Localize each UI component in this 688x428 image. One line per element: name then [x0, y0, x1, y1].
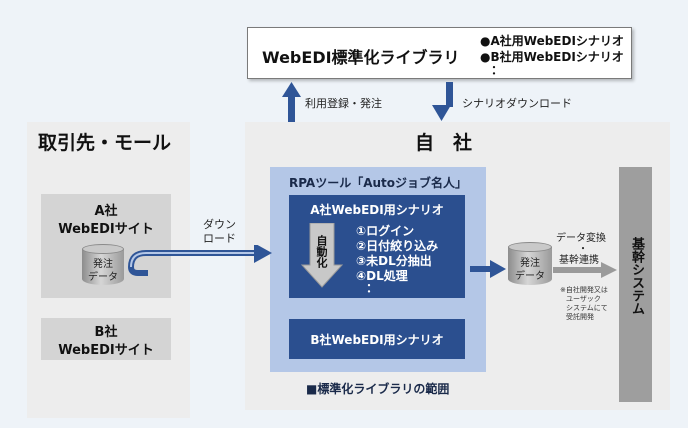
- library-item-b: ●B社用WebEDIシナリオ: [480, 50, 624, 64]
- automation-label: 自動化: [315, 235, 328, 268]
- download-label-1: ダウン: [203, 218, 236, 231]
- step-more: ：: [366, 281, 379, 295]
- step-1: ①ログイン: [356, 224, 415, 238]
- site-b-line1: B社: [94, 325, 118, 340]
- site-a-box: A社 WebEDIサイト: [41, 194, 171, 298]
- site-b-box: B社 WebEDIサイト: [41, 318, 171, 360]
- own-db-label2: データ: [515, 271, 545, 282]
- automation-arrow-icon: [300, 223, 344, 288]
- download-arrow-icon: [128, 245, 272, 276]
- rpa-tool-title: RPAツール「Autoジョブ名人」: [288, 176, 468, 190]
- library-item-more: ：: [491, 63, 504, 77]
- convert-label-2: ・: [578, 244, 588, 255]
- own-db-label1: 発注: [520, 258, 540, 269]
- down-arrow-icon: [432, 82, 453, 121]
- convert-label-3: 基幹連携: [559, 255, 599, 266]
- dev-note-2: ユーザック: [566, 295, 601, 303]
- down-arrow-label: シナリオダウンロード: [462, 97, 572, 110]
- scenario-b-title: B社WebEDI用シナリオ: [310, 333, 444, 347]
- download-label-2: ロード: [203, 232, 236, 245]
- convert-label-1: データ変換: [556, 233, 606, 244]
- step-4: ④DL処理: [356, 269, 408, 283]
- library-title: WebEDI標準化ライブラリ: [262, 48, 460, 67]
- scenario-b-box: B社WebEDI用シナリオ: [289, 319, 465, 359]
- partner-order-db: 発注 データ: [82, 244, 124, 290]
- dev-note-3: システムにて: [566, 304, 608, 312]
- scenario-a-title: A社WebEDI用シナリオ: [310, 203, 444, 217]
- db-to-core-arrow-icon: [553, 262, 617, 278]
- site-a-line2: WebEDIサイト: [58, 222, 154, 237]
- own-order-db: 発注 データ: [508, 242, 552, 290]
- library-item-a: ●A社用WebEDIシナリオ: [480, 34, 624, 48]
- own-company-title: 自 社: [415, 132, 473, 154]
- rpa-to-db-arrow-icon: [470, 260, 506, 278]
- dev-note-4: 受託開発: [566, 313, 594, 321]
- step-3: ③未DL分抽出: [356, 254, 432, 268]
- library-box: WebEDI標準化ライブラリ ●A社用WebEDIシナリオ ●B社用WebEDI…: [247, 27, 632, 79]
- up-arrow-icon: [282, 82, 301, 123]
- library-scope-label: ■標準化ライブラリの範囲: [306, 382, 450, 396]
- up-arrow-label: 利用登録・発注: [305, 97, 382, 110]
- partner-db-label1: 発注: [93, 259, 113, 270]
- core-system-box: 基幹システム: [619, 167, 652, 402]
- partner-db-label2: データ: [88, 272, 118, 283]
- partner-title: 取引先・モール: [38, 132, 172, 154]
- step-2: ②日付絞り込み: [356, 239, 439, 253]
- core-system-label: 基幹システム: [629, 237, 644, 315]
- site-a-line1: A社: [94, 204, 118, 219]
- dev-note-1: ※自社開発又は: [560, 286, 608, 294]
- site-b-line2: WebEDIサイト: [58, 343, 154, 358]
- arrows-library: [282, 82, 453, 123]
